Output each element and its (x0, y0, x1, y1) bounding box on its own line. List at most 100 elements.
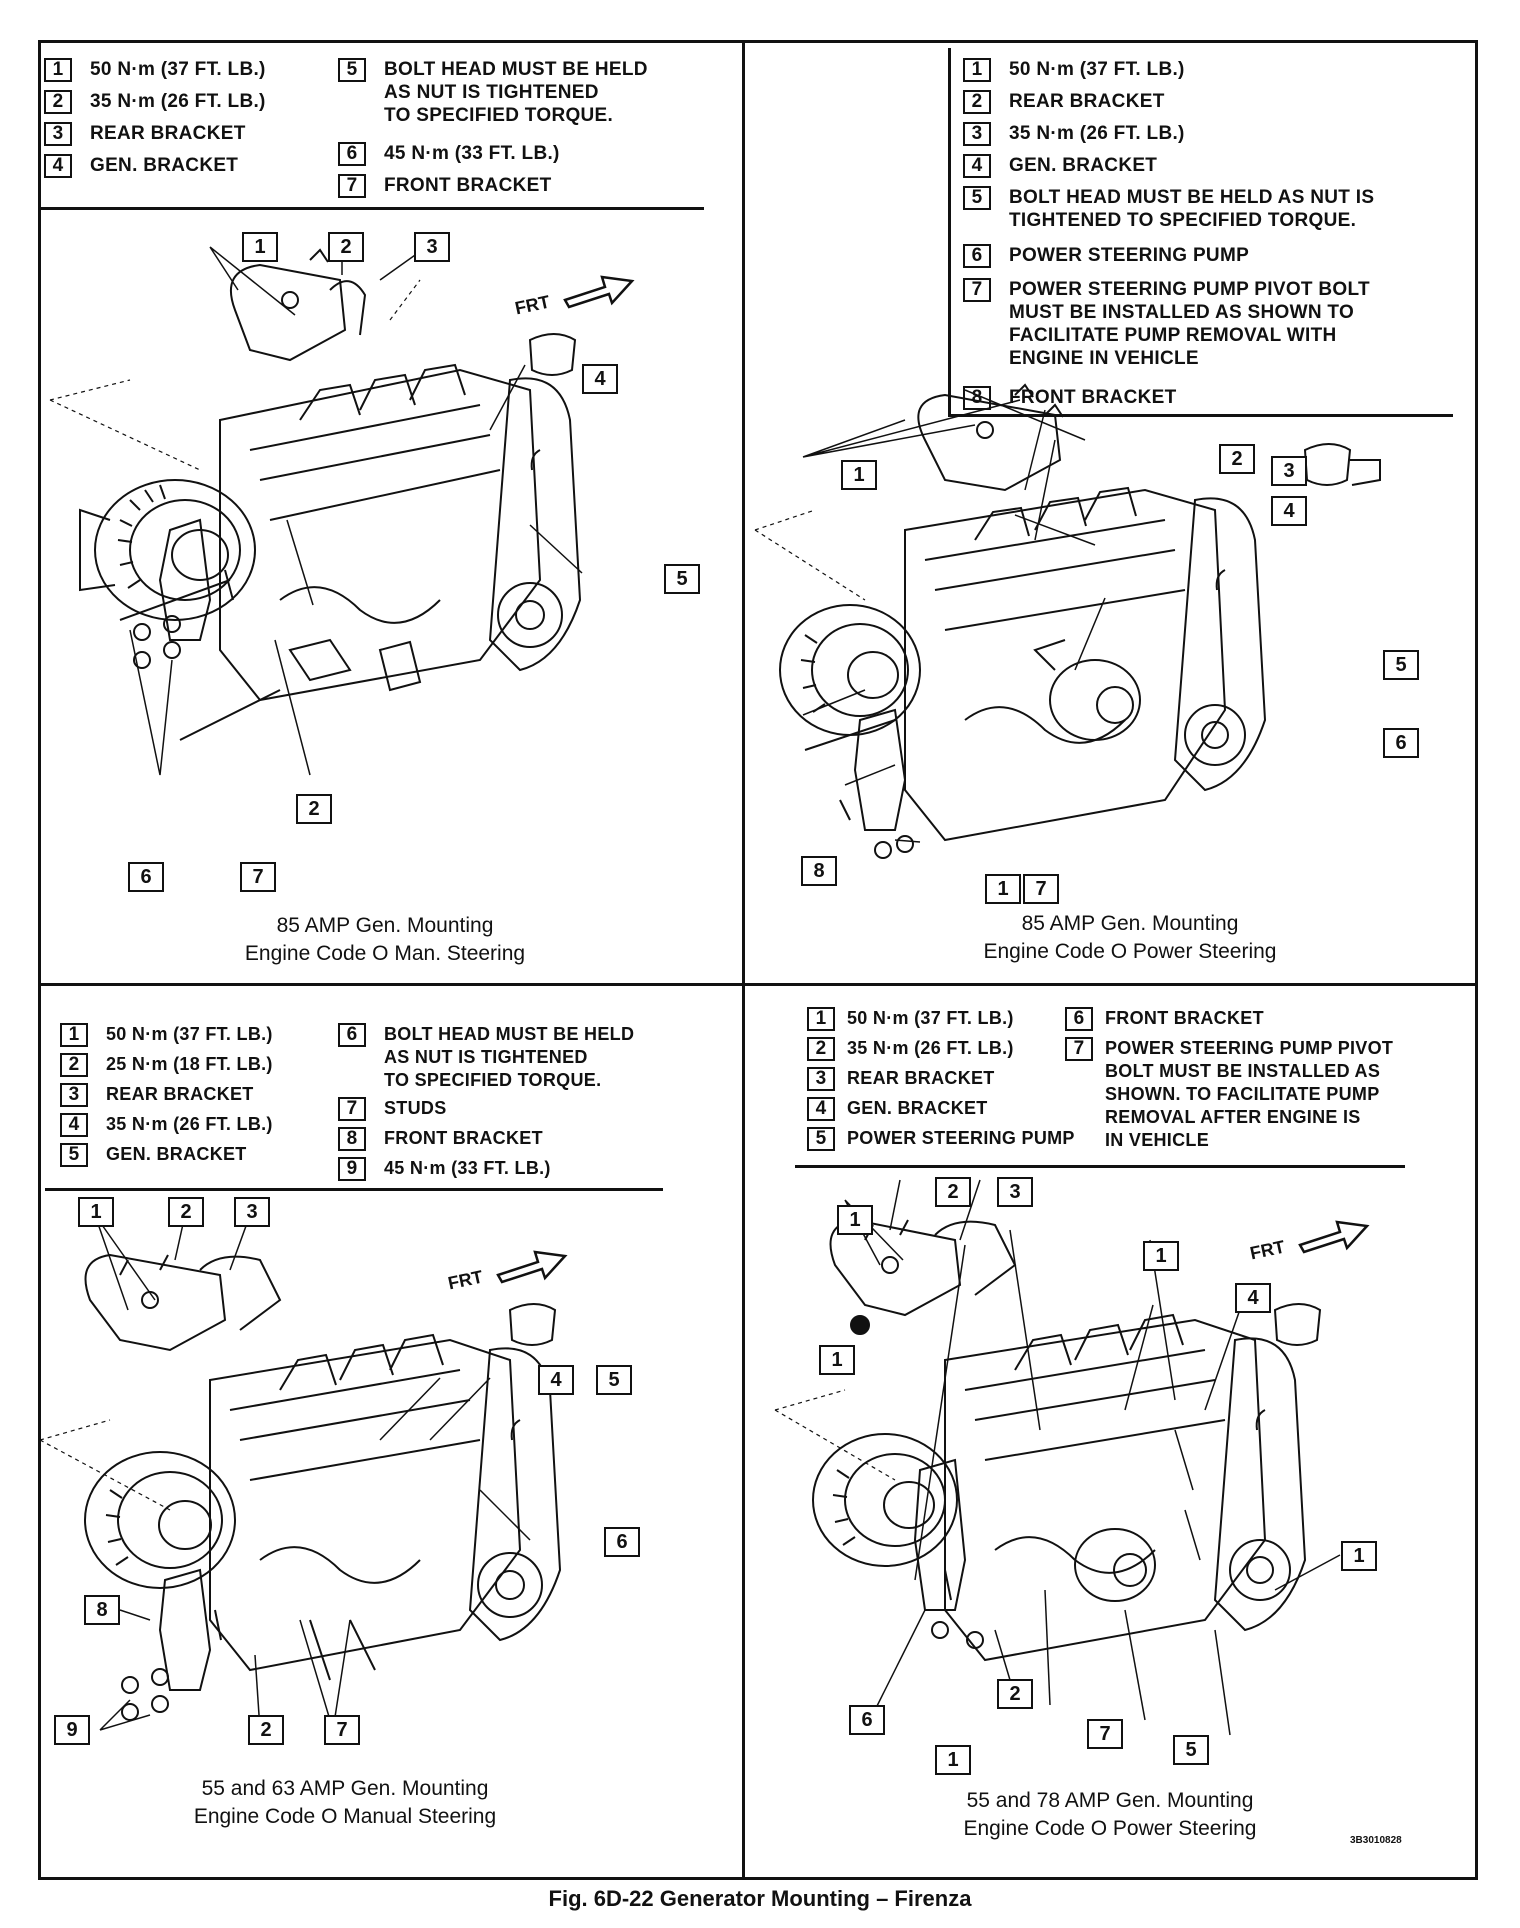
callout: 3 (414, 232, 450, 262)
legend-num: 6 (1065, 1007, 1093, 1031)
callout: 8 (801, 856, 837, 886)
generator-icon (779, 604, 921, 736)
caption-line: Engine Code O Manual Steering (193, 1805, 497, 1828)
legend-num: 5 (338, 58, 366, 82)
legend-text: BOLT HEAD MUST BE HELD AS NUT IS TIGHTEN… (384, 1024, 635, 1090)
legend-text: FRONT BRACKET (1009, 387, 1177, 408)
caption-line: 55 and 63 AMP Gen. Mounting (201, 1777, 489, 1800)
legend-text: 35 N·m (26 FT. LB.) (847, 1038, 1014, 1058)
callout: 5 (596, 1365, 632, 1395)
legend-num: 7 (338, 1097, 366, 1121)
legend-text: 35 N·m (26 FT. LB.) (1009, 123, 1185, 144)
legend-text: BOLT HEAD MUST BE HELD AS NUT IS TIGHTEN… (384, 59, 648, 126)
legend-text: STUDS (384, 1098, 447, 1118)
front-arrow-icon (496, 1250, 568, 1284)
legend-text: GEN. BRACKET (847, 1098, 988, 1118)
callout: 1 (1341, 1541, 1377, 1571)
front-arrow-icon (1298, 1220, 1370, 1254)
generator-icon (84, 1451, 236, 1589)
legend-text: 35 N·m (26 FT. LB.) (90, 91, 266, 112)
legend-item: 2 35 N·m (26 FT. LB.) (807, 1037, 1014, 1061)
callout: 7 (1087, 1719, 1123, 1749)
legend-num: 5 (963, 186, 991, 210)
figure-frame (38, 40, 1478, 1880)
legend-num: 3 (60, 1083, 88, 1107)
timing-cover-icon (468, 1303, 562, 1642)
caption-line: Engine Code O Man. Steering (244, 942, 526, 965)
legend-text: REAR BRACKET (106, 1084, 254, 1104)
callout: 7 (1023, 874, 1059, 904)
legend-num: 6 (338, 142, 366, 166)
legend-num: 4 (60, 1113, 88, 1137)
timing-cover-icon (1173, 443, 1381, 792)
legend-rule (795, 1165, 1405, 1168)
legend-text: POWER STEERING PUMP (847, 1128, 1075, 1148)
legend-text: POWER STEERING PUMP PIVOT BOLT MUST BE I… (1105, 1038, 1394, 1150)
callout: 4 (1271, 496, 1307, 526)
legend-num: 5 (60, 1143, 88, 1167)
legend-num: 5 (807, 1127, 835, 1151)
legend-text: POWER STEERING PUMP (1009, 245, 1250, 266)
callout: 1 (242, 232, 278, 262)
generator-icon (812, 1433, 958, 1567)
legend-text: 25 N·m (18 FT. LB.) (106, 1054, 273, 1074)
timing-cover-icon (488, 333, 582, 672)
legend-text: 50 N·m (37 FT. LB.) (1009, 59, 1185, 80)
callout: 4 (538, 1365, 574, 1395)
front-bracket-icon (121, 1568, 222, 1721)
legend-rule (948, 414, 1453, 417)
callout: 7 (324, 1715, 360, 1745)
legend-text: BOLT HEAD MUST BE HELD AS NUT IS TIGHTEN… (1009, 187, 1375, 231)
engine-illustration (49, 246, 583, 776)
callout: 6 (128, 862, 164, 892)
legend-text: REAR BRACKET (847, 1068, 995, 1088)
legend-rule (948, 48, 951, 416)
legend-num: 3 (807, 1067, 835, 1091)
front-bracket-icon (839, 708, 914, 859)
legend-text: 45 N·m (33 FT. LB.) (384, 1158, 551, 1178)
reference-code: 3B3010828 (1350, 1835, 1402, 1846)
legend-num: 4 (44, 154, 72, 178)
vertical-divider (742, 40, 745, 1880)
callout: 3 (997, 1177, 1033, 1207)
legend-num: 1 (44, 58, 72, 82)
legend-item: 5 BOLT HEAD MUST BE HELD AS NUT IS TIGHTE… (963, 186, 1374, 232)
legend-num: 8 (338, 1127, 366, 1151)
legend-text: FRONT BRACKET (384, 175, 552, 196)
engine-block-icon (209, 1333, 522, 1681)
legend-num: 8 (963, 386, 991, 410)
legend-num: 1 (807, 1007, 835, 1031)
callout: 5 (1383, 650, 1419, 680)
legend-num: 2 (807, 1037, 835, 1061)
front-arrow-icon (563, 275, 635, 309)
legend-num: 1 (60, 1023, 88, 1047)
callout: 2 (328, 232, 364, 262)
power-steering-pump-icon (1074, 1528, 1156, 1602)
panel-caption: 85 AMP Gen. Mounting Engine Code O Power… (905, 910, 1355, 966)
legend-num: 7 (963, 278, 991, 302)
legend-text: GEN. BRACKET (106, 1144, 247, 1164)
engine-block-icon (804, 486, 1227, 842)
legend-num: 6 (338, 1023, 366, 1047)
callout: 5 (1173, 1735, 1209, 1765)
engine-illustration (39, 1214, 562, 1731)
legend-item: 8 FRONT BRACKET (963, 386, 1177, 410)
panel-caption: 55 and 63 AMP Gen. Mounting Engine Code … (120, 1775, 570, 1831)
callout: 7 (240, 862, 276, 892)
legend-num: 2 (44, 90, 72, 114)
callout: 2 (168, 1197, 204, 1227)
callout: 3 (234, 1197, 270, 1227)
caption-line: Engine Code O Power Steering (963, 1817, 1257, 1840)
